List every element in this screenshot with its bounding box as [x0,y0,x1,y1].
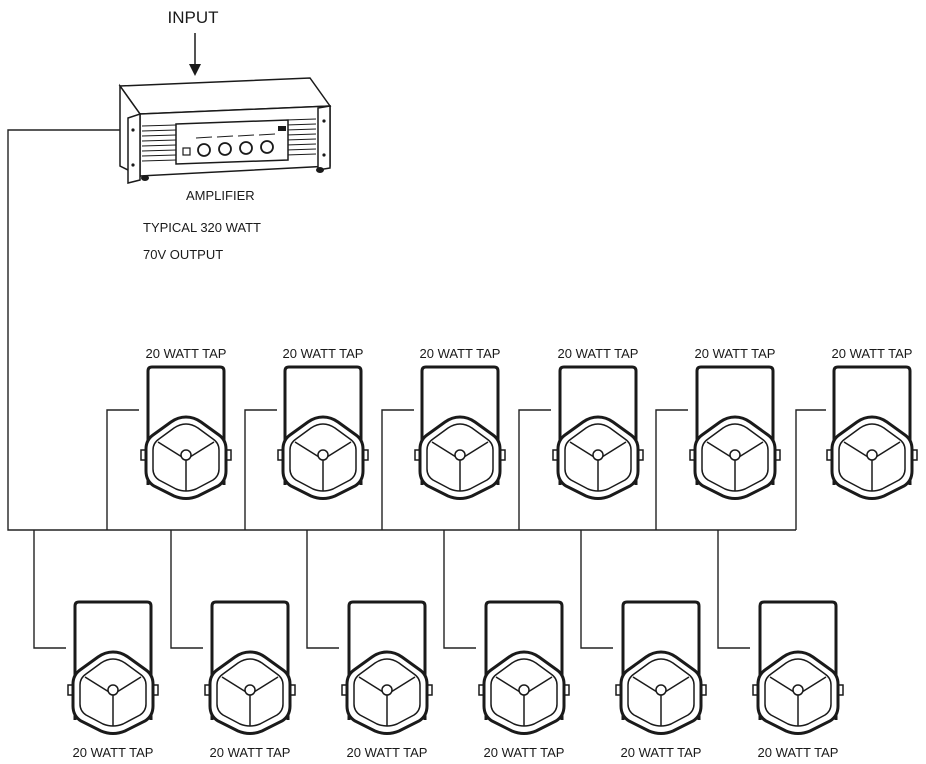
speaker-icon [66,600,160,735]
tap-label: 20 WATT TAP [73,745,154,760]
speaker-icon [751,600,845,735]
speaker-icon [413,365,507,500]
bottom-speaker-3: 20 WATT TAP [340,600,434,760]
amplifier-output-spec: 70V OUTPUT [143,247,223,262]
top-speaker-1: 20 WATT TAP [139,346,233,500]
speaker-icon [139,365,233,500]
tap-label: 20 WATT TAP [283,346,364,361]
bottom-speaker-5: 20 WATT TAP [614,600,708,760]
speaker-icon [614,600,708,735]
tap-label: 20 WATT TAP [832,346,913,361]
bottom-speaker-6: 20 WATT TAP [751,600,845,760]
speaker-icon [551,365,645,500]
input-arrow-icon [189,33,201,76]
top-speaker-4: 20 WATT TAP [551,346,645,500]
tap-label: 20 WATT TAP [210,745,291,760]
amplifier-label: AMPLIFIER [186,188,255,203]
tap-label: 20 WATT TAP [758,745,839,760]
speaker-icon [688,365,782,500]
bottom-speaker-1: 20 WATT TAP [66,600,160,760]
bottom-speaker-4: 20 WATT TAP [477,600,571,760]
input-label: INPUT [168,8,219,27]
amplifier-icon [118,77,332,184]
speaker-icon [477,600,571,735]
top-speaker-2: 20 WATT TAP [276,346,370,500]
speaker-wiring [7,129,826,649]
tap-label: 20 WATT TAP [558,346,639,361]
speaker-icon [825,365,919,500]
speaker-icon [276,365,370,500]
top-speaker-3: 20 WATT TAP [413,346,507,500]
speaker-icon [340,600,434,735]
tap-label: 20 WATT TAP [146,346,227,361]
speaker-icon [203,600,297,735]
amplifier-power-spec: TYPICAL 320 WATT [143,220,261,235]
tap-label: 20 WATT TAP [484,745,565,760]
bottom-speaker-2: 20 WATT TAP [203,600,297,760]
tap-label: 20 WATT TAP [420,346,501,361]
tap-label: 20 WATT TAP [621,745,702,760]
tap-label: 20 WATT TAP [695,346,776,361]
tap-label: 20 WATT TAP [347,745,428,760]
top-speaker-5: 20 WATT TAP [688,346,782,500]
top-speaker-6: 20 WATT TAP [825,346,919,500]
